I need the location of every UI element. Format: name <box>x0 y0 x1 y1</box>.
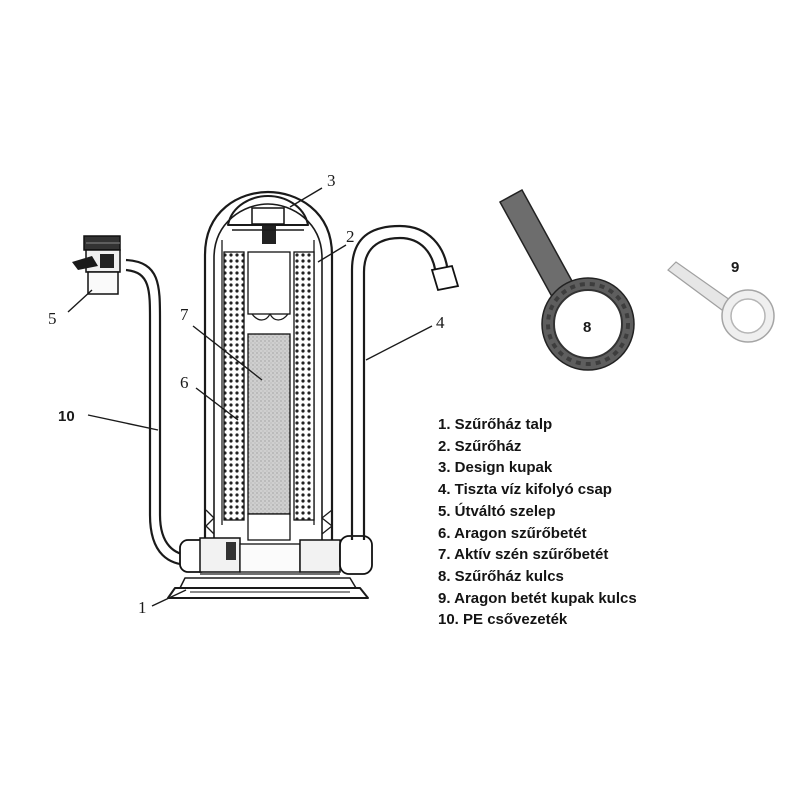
diverter-valve <box>72 235 121 295</box>
legend-item: 4. Tiszta víz kifolyó csap <box>438 481 612 499</box>
design-cap <box>227 195 309 244</box>
callout-6: 6 <box>180 373 189 392</box>
aragon-filter-cartridge <box>223 251 315 521</box>
callout-5: 5 <box>48 309 57 328</box>
callout-9: 9 <box>731 259 739 276</box>
legend-item: 5. Útváltó szelep <box>438 502 556 520</box>
callout-10: 10 <box>58 408 75 425</box>
legend-item: 8. Szűrőház kulcs <box>438 567 564 585</box>
legend-item: 7. Aktív szén szűrőbetét <box>438 546 609 564</box>
callout-8: 8 <box>583 319 591 336</box>
legend-item: 3. Design kupak <box>438 459 553 477</box>
parts-legend: 1. Szűrőház talp 2. Szűrőház 3. Design k… <box>438 414 637 631</box>
activated-carbon-cartridge <box>247 251 291 541</box>
callout-7: 7 <box>180 305 189 324</box>
callout-1: 1 <box>138 598 147 617</box>
cap-wrench <box>667 261 775 343</box>
callout-2: 2 <box>346 227 355 246</box>
housing-fittings <box>179 535 373 575</box>
legend-item: 10. PE csővezeték <box>438 611 568 629</box>
legend-item: 6. Aragon szűrőbetét <box>438 524 587 542</box>
legend-item: 2. Szűrőház <box>438 437 522 455</box>
callout-4: 4 <box>436 313 445 332</box>
clean-water-spout <box>350 224 460 540</box>
legend-item: 9. Aragon betét kupak kulcs <box>438 589 637 607</box>
housing-wrench <box>498 188 635 371</box>
leader-lines <box>67 187 433 607</box>
pe-tubing <box>125 258 191 567</box>
legend-item: 1. Szűrőház talp <box>438 416 553 433</box>
filter-housing-base <box>167 577 369 599</box>
callout-3: 3 <box>327 171 336 190</box>
